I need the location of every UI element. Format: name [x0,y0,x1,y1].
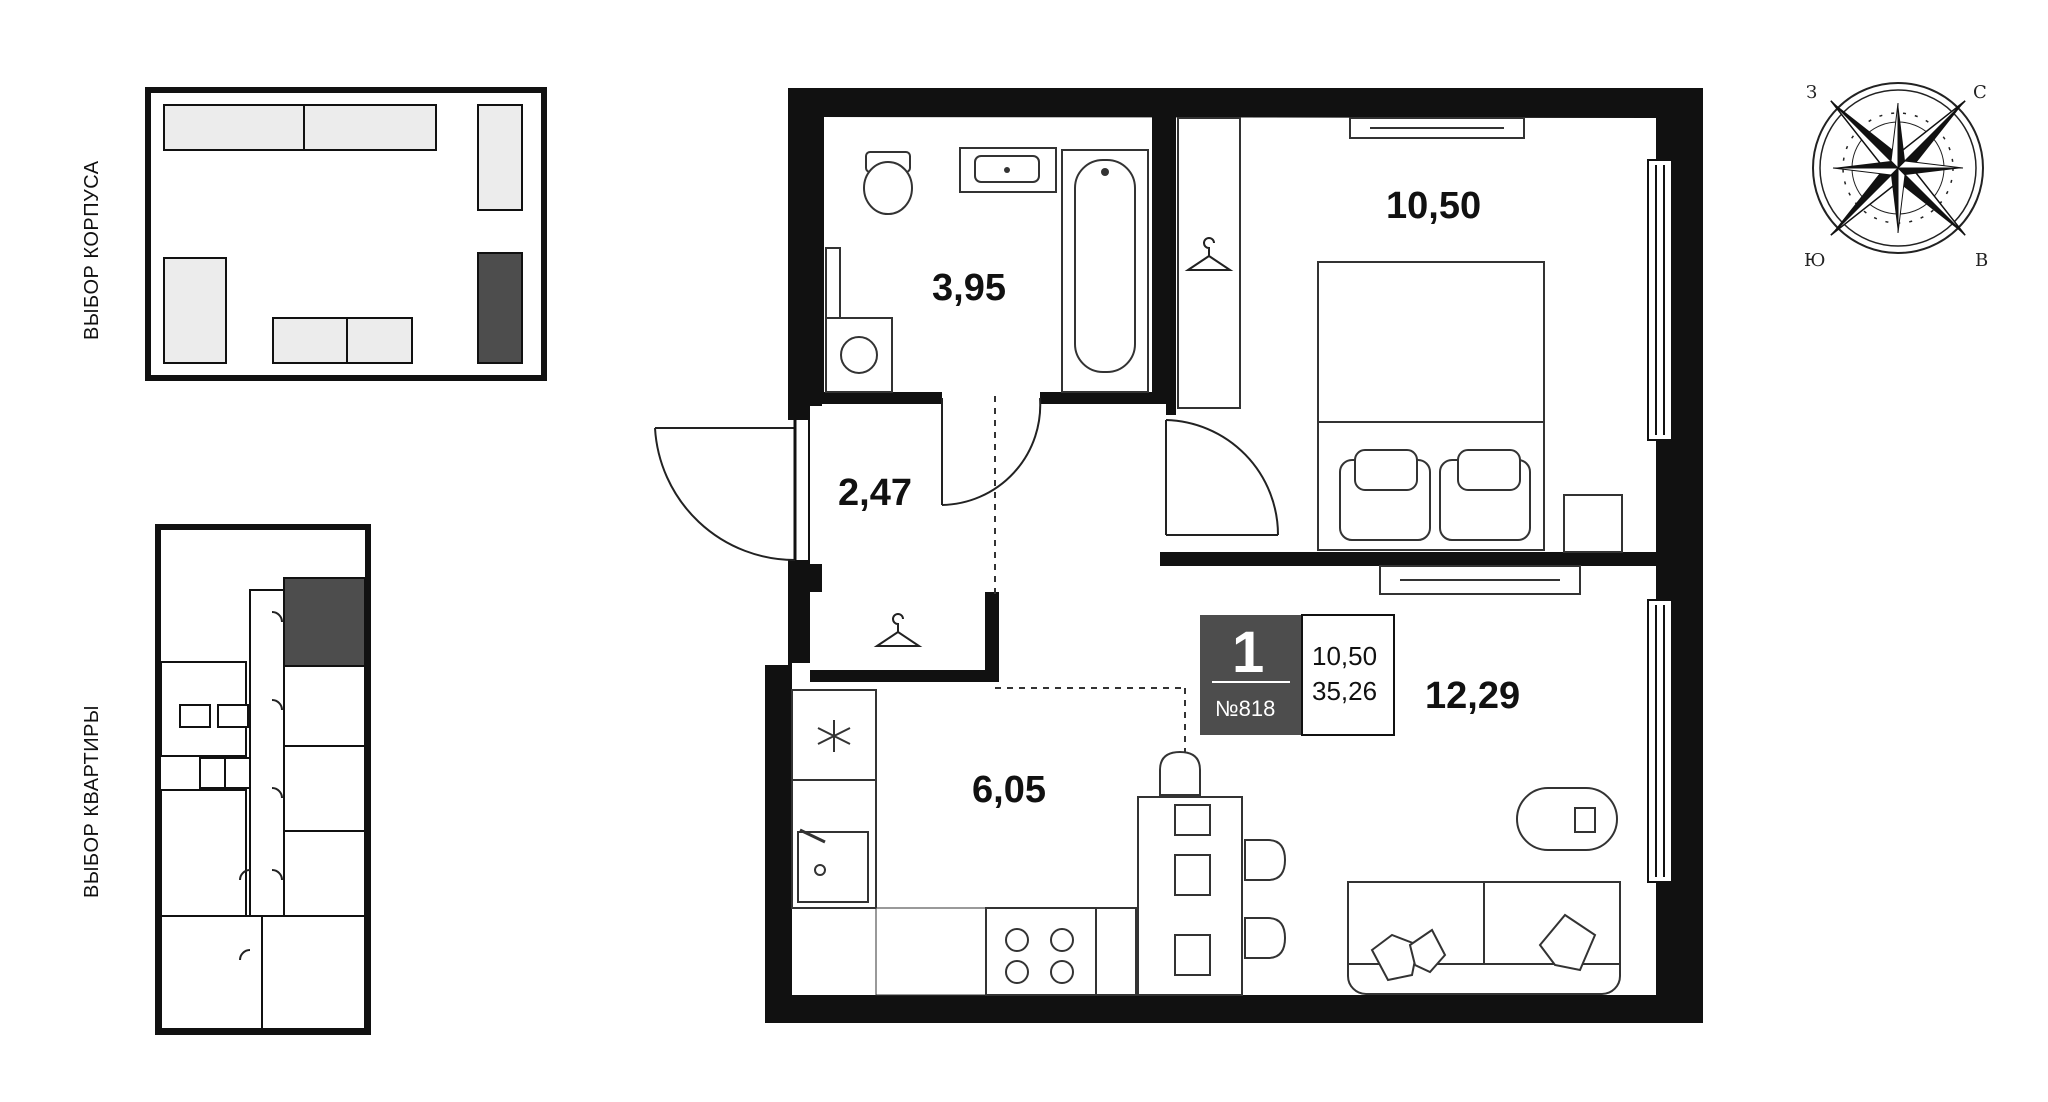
bedroom-door[interactable] [1165,419,1279,536]
building-selector-title: ВЫБОР КОРПУСА [81,160,103,340]
building-block[interactable] [303,104,437,151]
wall-closet-right [985,592,999,672]
fridge-icon [791,689,877,781]
washing-machine-icon [825,317,893,393]
compass-west-letter: З [1806,82,1817,103]
apartment-unit[interactable] [283,745,366,832]
compass-south-letter: Ю [1804,250,1825,271]
apartment-unit[interactable] [261,915,366,1030]
building-block[interactable] [346,317,413,364]
compass-rose [1812,82,1984,254]
bathtub-icon [1061,149,1149,393]
room-area-living: 12,29 [1425,675,1520,717]
bathroom-door[interactable] [941,397,1042,506]
wall-bedroom-left-top [1166,115,1176,415]
sofa [1347,881,1621,995]
apartment-unit[interactable] [160,789,247,917]
hanger-icon [873,613,923,647]
building-block[interactable] [272,317,348,364]
apartment-floor-plan: 3,95 10,50 2,47 6,05 12,29 1 №818 10,50 … [654,88,1703,1023]
wall-bath-left [810,112,824,392]
living-window [1647,599,1673,883]
shelf-icon [825,247,841,319]
building-block[interactable] [477,104,523,211]
entrance-door[interactable] [654,420,808,562]
apartment-unit[interactable] [160,915,263,1030]
double-bed [1317,261,1545,551]
badge-apartment-number: №818 [1215,696,1275,721]
apartment-badge: 1 №818 10,50 35,26 [1200,614,1395,736]
armchair-round [1516,787,1618,851]
room-area-bathroom: 3,95 [932,267,1006,309]
badge-total-area: 35,26 [1312,676,1377,706]
building-selector-map [145,87,547,381]
nightstand [1563,494,1623,553]
apartment-unit-selected[interactable] [283,577,366,667]
sink-icon [959,147,1057,193]
room-area-kitchen: 6,05 [972,769,1046,811]
apartment-selector-title: ВЫБОР КВАРТИРЫ [81,705,103,898]
room-area-bedroom: 10,50 [1386,185,1481,227]
apartment-unit[interactable] [283,665,366,747]
kitchen-counter [791,779,1137,996]
apartment-selector-map [155,524,371,1035]
building-block[interactable] [163,104,305,151]
building-block-selected[interactable] [477,252,523,364]
apartment-unit[interactable] [283,830,366,917]
badge-living-area: 10,50 [1312,641,1377,671]
bedroom-window [1647,159,1673,441]
room-area-hallway: 2,47 [838,472,912,514]
compass-north-letter: С [1973,82,1987,103]
bedroom-wardrobe [1177,117,1241,409]
bedroom-radiator [1349,117,1525,139]
dining-table [1137,750,1287,996]
living-radiator [1379,565,1581,595]
building-block[interactable] [163,257,227,364]
badge-rooms-count: 1 [1232,620,1264,685]
wall-closet-bottom [810,670,999,682]
wall-bath-bottom-left [822,392,942,404]
toilet-icon [863,151,913,215]
wall-bedroom-bottom [1160,552,1656,566]
compass-east-letter: В [1975,250,1988,271]
hanger-icon [1184,237,1234,271]
wall-bath-bottom-right [1040,392,1166,404]
wall-bath-right [1152,112,1166,400]
